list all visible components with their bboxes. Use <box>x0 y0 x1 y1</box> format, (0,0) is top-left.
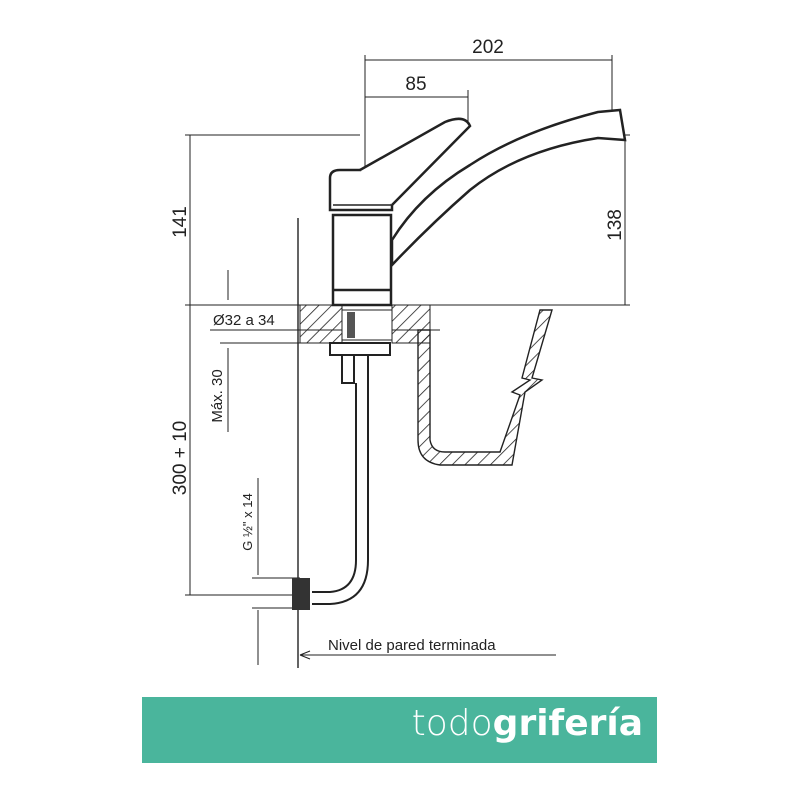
logo-light-text: todo <box>411 703 493 744</box>
dim-300: 300 + 10 <box>170 421 191 496</box>
brand-logo: todogrifería <box>412 703 643 744</box>
supply-hose <box>312 383 357 593</box>
dim-max-30: Máx. 30 <box>209 369 226 422</box>
faucet-body <box>328 108 627 307</box>
dim-202: 202 <box>472 37 504 58</box>
dim-138: 138 <box>605 209 626 241</box>
dim-hole-diameter: Ø32 a 34 <box>213 312 275 329</box>
dim-85: 85 <box>405 74 426 95</box>
brand-banner: todogrifería <box>142 697 657 763</box>
wall-level-label: Nivel de pared terminada <box>328 637 496 654</box>
countertop <box>299 304 431 384</box>
dim-thread: G ½" x 14 <box>240 493 255 550</box>
sink-basin <box>417 309 553 466</box>
logo-bold-text: grifería <box>492 703 643 744</box>
wall-connector <box>292 578 310 610</box>
dim-141: 141 <box>170 206 191 238</box>
